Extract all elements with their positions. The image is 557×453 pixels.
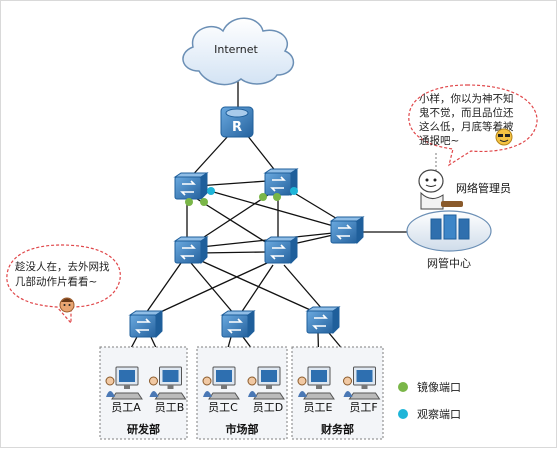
smiley-icon <box>59 297 75 313</box>
legend-observe-dot <box>398 409 408 419</box>
pc-icon <box>149 366 187 400</box>
link-aggL-acc1 <box>145 262 182 314</box>
switch-icon <box>220 310 256 339</box>
link-aggL-acc3 <box>196 258 318 314</box>
department-label: 研发部 <box>127 422 160 436</box>
link-router-core-left <box>188 134 230 180</box>
link-aggR-acc1 <box>153 262 268 316</box>
mirror-port-dot <box>273 193 281 201</box>
cloud-icon <box>182 17 295 86</box>
department-label: 财务部 <box>320 422 354 436</box>
employee-bubble-line: 几部动作片看看~ <box>15 275 97 288</box>
pc-icon <box>202 366 240 400</box>
admin-bubble-line: 这么低，月底等着被 <box>419 120 514 133</box>
legend-mirror-dot <box>398 382 408 392</box>
observe-port-dot <box>290 187 298 195</box>
link-coreL-mon <box>202 188 338 228</box>
observe-port-dot <box>207 187 215 195</box>
link-coreR-mon <box>290 190 340 221</box>
admin-speech-bubble: 小样，你以为神不知 鬼不觉，而且品位还 这么低，月底等着被 通报吧~ <box>408 84 538 167</box>
svg-text:小样，你以为神不知 鬼不觉，而且品位还: 小样，你以为神不知 鬼不觉，而且品位还 这么低，月底等着被 通报吧~ <box>419 92 517 147</box>
center-label: 网管中心 <box>427 256 471 270</box>
svg-text:趁没人在，去外网找 几部动作片看看~: 趁没人在，去外网找 几部动作片看看~ <box>15 260 113 288</box>
internet-label: Internet <box>214 43 258 56</box>
links <box>119 81 437 370</box>
mirror-port-dot <box>259 193 267 201</box>
link-coreR-aggL <box>197 192 272 242</box>
employee-label: 员工E <box>304 401 333 414</box>
switch-icon <box>173 236 209 265</box>
admin-bubble-line: 鬼不觉，而且品位还 <box>419 106 514 119</box>
pc-icon <box>297 366 335 400</box>
mirror-port-dot <box>185 198 193 206</box>
admin-bubble-line: 通报吧~ <box>419 134 459 147</box>
employee-label: 员工C <box>208 401 238 414</box>
employee-label: 员工F <box>349 401 377 414</box>
employee-bubble-line: 趁没人在，去外网找 <box>15 260 110 273</box>
legend-mirror-label: 镜像端口 <box>417 380 461 394</box>
pc-icon <box>247 366 285 400</box>
pc-icon <box>105 366 143 400</box>
admin-bubble-line: 小样，你以为神不知 <box>419 92 514 105</box>
employee-speech-bubble: 趁没人在，去外网找 几部动作片看看~ <box>6 244 121 325</box>
management-center <box>406 210 492 252</box>
legend: 镜像端口 观察端口 <box>398 380 461 421</box>
admin-label: 网络管理员 <box>456 181 511 195</box>
department-2: 员工C 员工D 市场部 <box>196 346 288 440</box>
switch-icon <box>263 236 299 265</box>
switch-icon <box>128 310 164 339</box>
svg-text:R: R <box>232 120 242 135</box>
employee-label: 员工A <box>111 401 141 414</box>
legend-observe-label: 观察端口 <box>417 407 461 421</box>
department-1: 员工A 员工B 研发部 <box>99 346 188 440</box>
link-core-core <box>196 180 268 187</box>
department-3: 员工E 员工F 财务部 <box>291 346 384 440</box>
switch-icon <box>305 306 341 335</box>
department-label: 市场部 <box>226 422 259 436</box>
pc-icon <box>343 366 381 400</box>
mirror-port-dot <box>200 198 208 206</box>
link-aggR-acc2 <box>240 264 274 314</box>
mirror-port-dots <box>185 193 281 206</box>
link-aggL-aggR <box>198 251 266 254</box>
router-icon: R <box>220 106 254 138</box>
link-aggR-acc3 <box>283 264 324 311</box>
person-icon <box>418 169 463 210</box>
switch-icon <box>329 216 365 245</box>
switch-icon <box>173 172 209 201</box>
employee-label: 员工D <box>253 401 283 414</box>
link-aggR-mon <box>292 234 334 245</box>
observe-port-dots <box>207 187 298 195</box>
smiley-icon <box>495 128 513 146</box>
server-icon <box>430 214 470 240</box>
employee-label: 员工B <box>155 401 185 414</box>
department-group: 员工A 员工B 研发部 员工C 员工D 市场部 员工E 员工F 财务部 <box>99 346 384 440</box>
link-router-core-right <box>246 134 278 174</box>
switch-group <box>128 168 365 339</box>
